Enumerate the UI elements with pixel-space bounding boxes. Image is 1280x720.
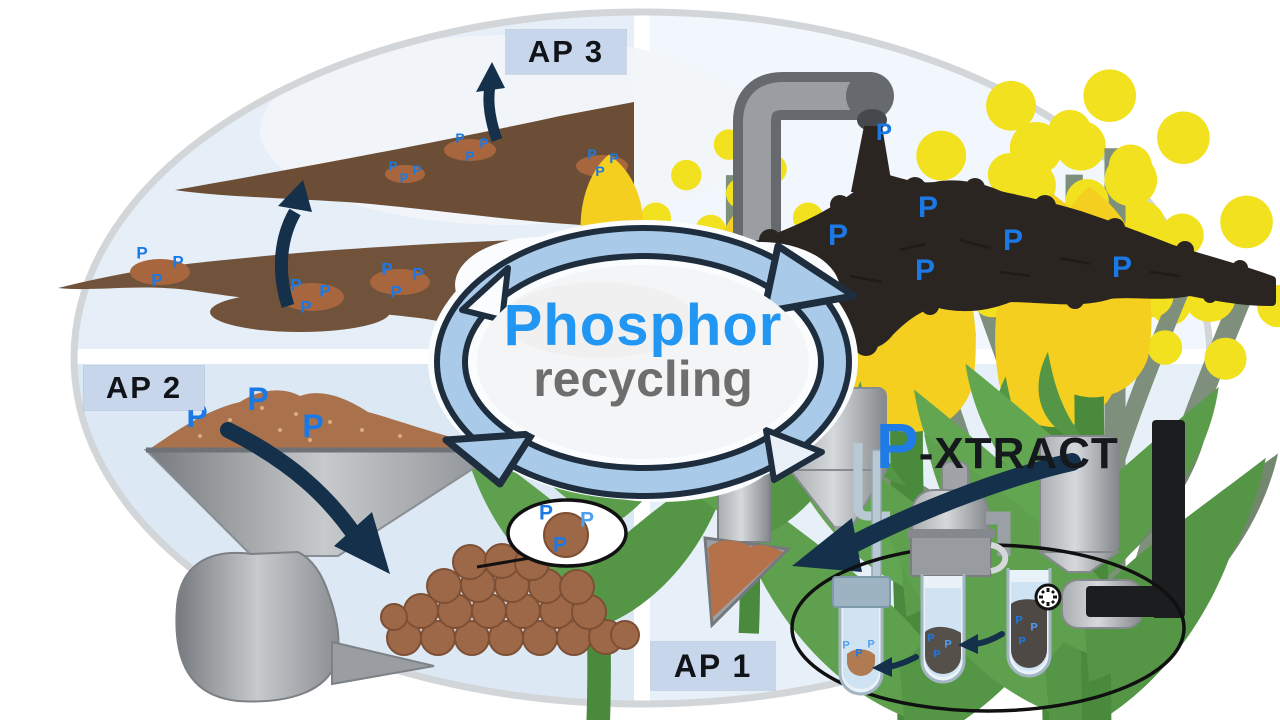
test-tube-3	[1006, 568, 1052, 678]
fertilizer-mounds-lower	[130, 259, 430, 311]
uptake-arrow-small	[476, 62, 505, 142]
cycle-arrowhead-right	[760, 242, 858, 316]
hopper-ash	[708, 540, 783, 618]
magnifier-pointer-line	[476, 556, 531, 569]
granulation-arrow	[220, 422, 390, 574]
recycle-cycle-icon	[428, 220, 858, 502]
soil-bulge	[210, 292, 390, 332]
field-illustration	[58, 62, 1280, 720]
funnel-spout	[331, 640, 435, 686]
ash-granulation-illustration	[143, 390, 640, 703]
uptake-arrow-large	[274, 180, 312, 308]
cycle-arrowhead-left	[442, 430, 536, 488]
beaker	[907, 529, 1009, 577]
stirrer-paddle	[832, 576, 891, 608]
ash-speckles	[198, 406, 402, 442]
test-tube-1	[838, 586, 884, 696]
tube-step-arrow-left	[872, 654, 919, 677]
sludge-pipe	[733, 72, 894, 258]
black-outlet-pipe	[1086, 420, 1185, 618]
funnel-body	[175, 550, 340, 703]
tube-step-arrow-right	[958, 631, 1005, 654]
timer-icon	[1034, 583, 1062, 611]
granule-pile	[380, 543, 640, 656]
cycle-tail-notch-bottom	[763, 427, 825, 483]
test-tube-2	[920, 574, 966, 684]
magnifier-circle	[506, 498, 628, 568]
thin-pipe	[853, 443, 890, 521]
extraction-arrow	[792, 453, 1081, 572]
cycle-tail-notch-top	[459, 265, 511, 323]
